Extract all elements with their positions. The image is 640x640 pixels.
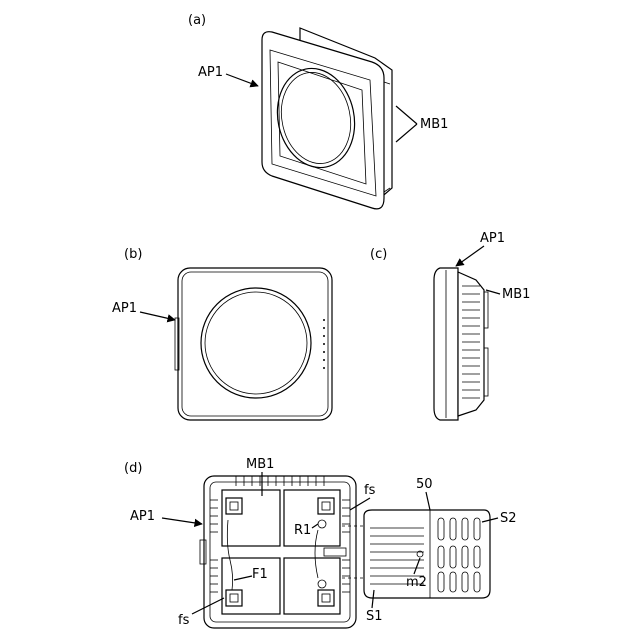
panel-a-tag: (a) xyxy=(188,13,206,28)
panel-b-tag: (b) xyxy=(124,247,142,262)
label-50: 50 xyxy=(416,477,433,492)
label-s2: S2 xyxy=(500,511,517,526)
panel-c: (c) AP1 MB1 xyxy=(370,231,530,420)
panel-d-tag: (d) xyxy=(124,461,142,476)
label-fs-top: fs xyxy=(364,483,376,498)
label-mb1-d: MB1 xyxy=(246,457,274,472)
panel-c-tag: (c) xyxy=(370,247,387,262)
label-f1: F1 xyxy=(252,567,268,582)
label-s1: S1 xyxy=(366,609,383,624)
label-ap1-c: AP1 xyxy=(480,231,505,246)
cover-plate-50 xyxy=(364,510,490,598)
panel-b: (b) AP1 xyxy=(112,247,332,420)
label-mb1-c: MB1 xyxy=(502,287,530,302)
label-fs-bottom: fs xyxy=(178,613,190,628)
label-ap1-d: AP1 xyxy=(130,509,155,524)
panel-a: (a) AP1 MB1 xyxy=(188,13,448,209)
label-mb1-a: MB1 xyxy=(420,117,448,132)
label-m2: m2 xyxy=(406,575,427,590)
label-ap1-a: AP1 xyxy=(198,65,223,80)
label-r1: R1 xyxy=(294,523,311,538)
label-ap1-b: AP1 xyxy=(112,301,137,316)
panel-d: (d) xyxy=(124,457,517,628)
